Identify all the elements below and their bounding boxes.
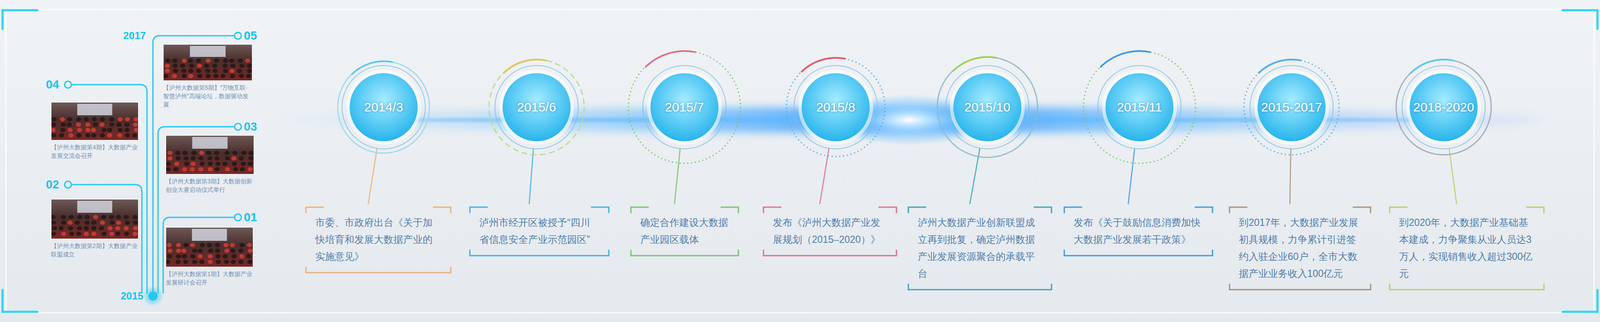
leader-line [1289,148,1291,204]
photo-card: 【泸州大数据第2期】大数据产业联盟成立 [50,198,139,259]
date-circle: 2015-2017 [1227,43,1356,171]
date-label: 2015/7 [620,43,749,171]
event-text: 发布《泸州大数据产业发展规划（2015–2020）》 [762,206,898,257]
event-text: 到2017年，大数据产业发展初具规模，力争累计引进签约入驻企业60户，全市大数据… [1228,206,1372,291]
year-label: 2017 [123,29,146,42]
date-label: 2014/3 [319,43,448,171]
date-label: 2015-2017 [1227,43,1356,171]
event-text: 泸州市经开区被授予“四川省信息安全产业示范园区” [469,206,610,257]
leader-line [529,148,534,204]
bracket-outline [1063,206,1214,257]
date-label: 2015/11 [1075,43,1204,171]
date-circle: 2015/7 [620,43,749,171]
event-photo [165,226,254,267]
leader-line [1449,148,1457,204]
leader-line [1128,148,1135,204]
event-text: 发布《关于鼓励信息消费加快大数据产业发展若干政策》 [1063,206,1214,257]
date-label: 2018-2020 [1379,43,1508,171]
callout-number: 03 [243,119,258,134]
photo-card: 【泸州大数据第1期】大数据产业发展研讨会召开 [165,226,254,287]
date-circle: 2015/8 [771,43,900,171]
year-label: 2015 [120,289,144,302]
bracket-outline [469,206,610,257]
photo-caption: 【泸州大数据第5期】“万物互联·智慧泸州”高端论坛，数据驱动发展 [163,83,253,109]
callout-number: 02 [45,177,60,192]
date-label: 2015/8 [771,43,900,171]
event-photo [50,101,139,141]
event-text: 到2020年，大数据产业基础基本建成，力争聚集从业人员达3万人，实现销售收入超过… [1388,206,1545,291]
event-photo [163,44,253,81]
callout-number: 01 [243,210,258,224]
photo-card: 【泸州大数据第4期】大数据产业发展交流会召开 [50,101,139,160]
photo-card: 【泸州大数据第5期】“万物互联·智慧泸州”高端论坛，数据驱动发展 [163,44,253,109]
event-photo [50,198,139,239]
event-box: 市委、市政府出台《关于加快培育和发展大数据产业的实施意见》 [305,206,452,274]
date-label: 2015/10 [923,43,1052,171]
photo-caption: 【泸州大数据第2期】大数据产业联盟成立 [50,241,139,259]
event-box: 到2017年，大数据产业发展初具规模，力争累计引进签约入驻企业60户，全市大数据… [1228,206,1372,291]
leader-line [674,148,681,204]
event-box: 发布《关于鼓励信息消费加快大数据产业发展若干政策》 [1063,206,1214,257]
date-label: 2015/6 [472,43,601,171]
leader-line [819,148,830,204]
callout-number: 05 [243,28,258,43]
date-circle: 2015/6 [472,43,601,171]
event-photo [165,135,255,175]
date-circle: 2014/3 [319,43,448,171]
event-box: 发布《泸州大数据产业发展规划（2015–2020）》 [762,206,898,257]
bracket-outline [630,206,740,257]
photo-card: 【泸州大数据第3期】大数据创新创业大赛启动仪式举行 [165,135,255,194]
bracket-outline [762,206,898,257]
event-box: 确定合作建设大数据产业园区载体 [630,206,740,257]
photo-caption: 【泸州大数据第4期】大数据产业发展交流会召开 [50,142,139,160]
event-text: 确定合作建设大数据产业园区载体 [630,206,740,257]
date-circle: 2015/10 [923,43,1052,171]
event-box: 到2020年，大数据产业基础基本建成，力争聚集从业人员达3万人，实现销售收入超过… [1388,206,1545,291]
date-circle: 2018-2020 [1379,43,1508,171]
event-box: 泸州大数据产业创新联盟成立再到批复，确定泸州数据产业发展资源聚合的承载平台 [907,206,1053,291]
event-text: 泸州大数据产业创新联盟成立再到批复，确定泸州数据产业发展资源聚合的承载平台 [907,206,1053,291]
leader-line [368,148,378,204]
photo-caption: 【泸州大数据第3期】大数据创新创业大赛启动仪式举行 [165,176,255,194]
photo-caption: 【泸州大数据第1期】大数据产业发展研讨会召开 [165,269,254,287]
date-circle: 2015/11 [1075,43,1204,171]
callout-number: 04 [45,77,60,92]
event-box: 泸州市经开区被授予“四川省信息安全产业示范园区” [469,206,610,257]
event-text: 市委、市政府出台《关于加快培育和发展大数据产业的实施意见》 [305,206,452,274]
